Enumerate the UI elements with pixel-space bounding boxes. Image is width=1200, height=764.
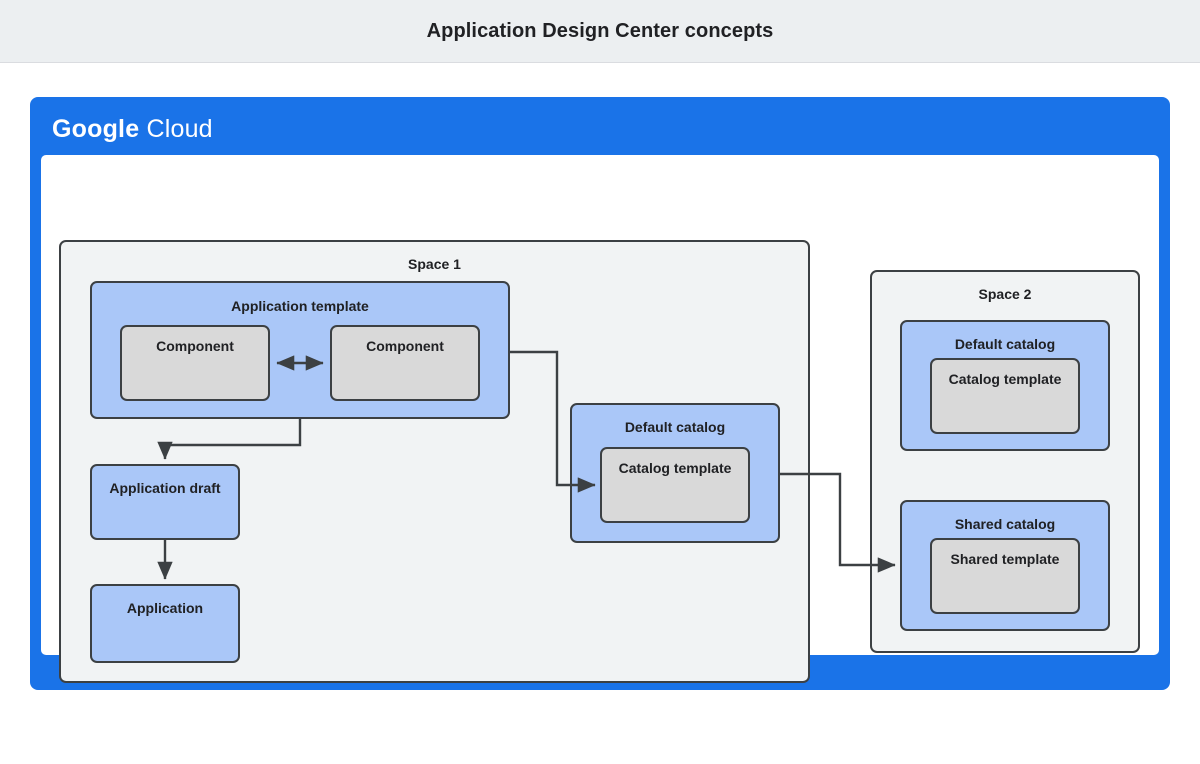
diagram-canvas: Google Cloud Space 1 Space 2 Application… [0, 64, 1200, 700]
shared-catalog-label: Shared catalog [954, 516, 1056, 532]
title-bar: Application Design Center concepts [0, 0, 1200, 63]
component-left-box: Component [120, 325, 270, 401]
application-draft-box: Application draft [90, 464, 240, 540]
space-1-label: Space 1 [408, 256, 461, 272]
catalog-template-space1-label: Catalog template [618, 460, 732, 476]
catalog-template-space2-box: Catalog template [930, 358, 1080, 434]
application-box: Application [90, 584, 240, 663]
shared-template-label: Shared template [950, 551, 1060, 567]
google-cloud-logo: Google Cloud [52, 115, 213, 144]
space-2-label: Space 2 [978, 286, 1032, 302]
google-cloud-logo-cloud: Cloud [146, 115, 213, 143]
google-cloud-logo-google: Google [52, 115, 140, 143]
default-catalog-space2-label: Default catalog [954, 336, 1056, 352]
application-draft-label: Application draft [109, 480, 221, 496]
component-right-box: Component [330, 325, 480, 401]
page-title: Application Design Center concepts [426, 19, 774, 42]
component-right-label: Component [366, 338, 444, 354]
application-label: Application [126, 600, 204, 616]
component-left-label: Component [156, 338, 234, 354]
default-catalog-space1-label: Default catalog [624, 419, 726, 435]
catalog-template-space1-box: Catalog template [600, 447, 750, 523]
shared-template-box: Shared template [930, 538, 1080, 614]
application-template-label: Application template [231, 298, 369, 314]
catalog-template-space2-label: Catalog template [948, 371, 1062, 387]
